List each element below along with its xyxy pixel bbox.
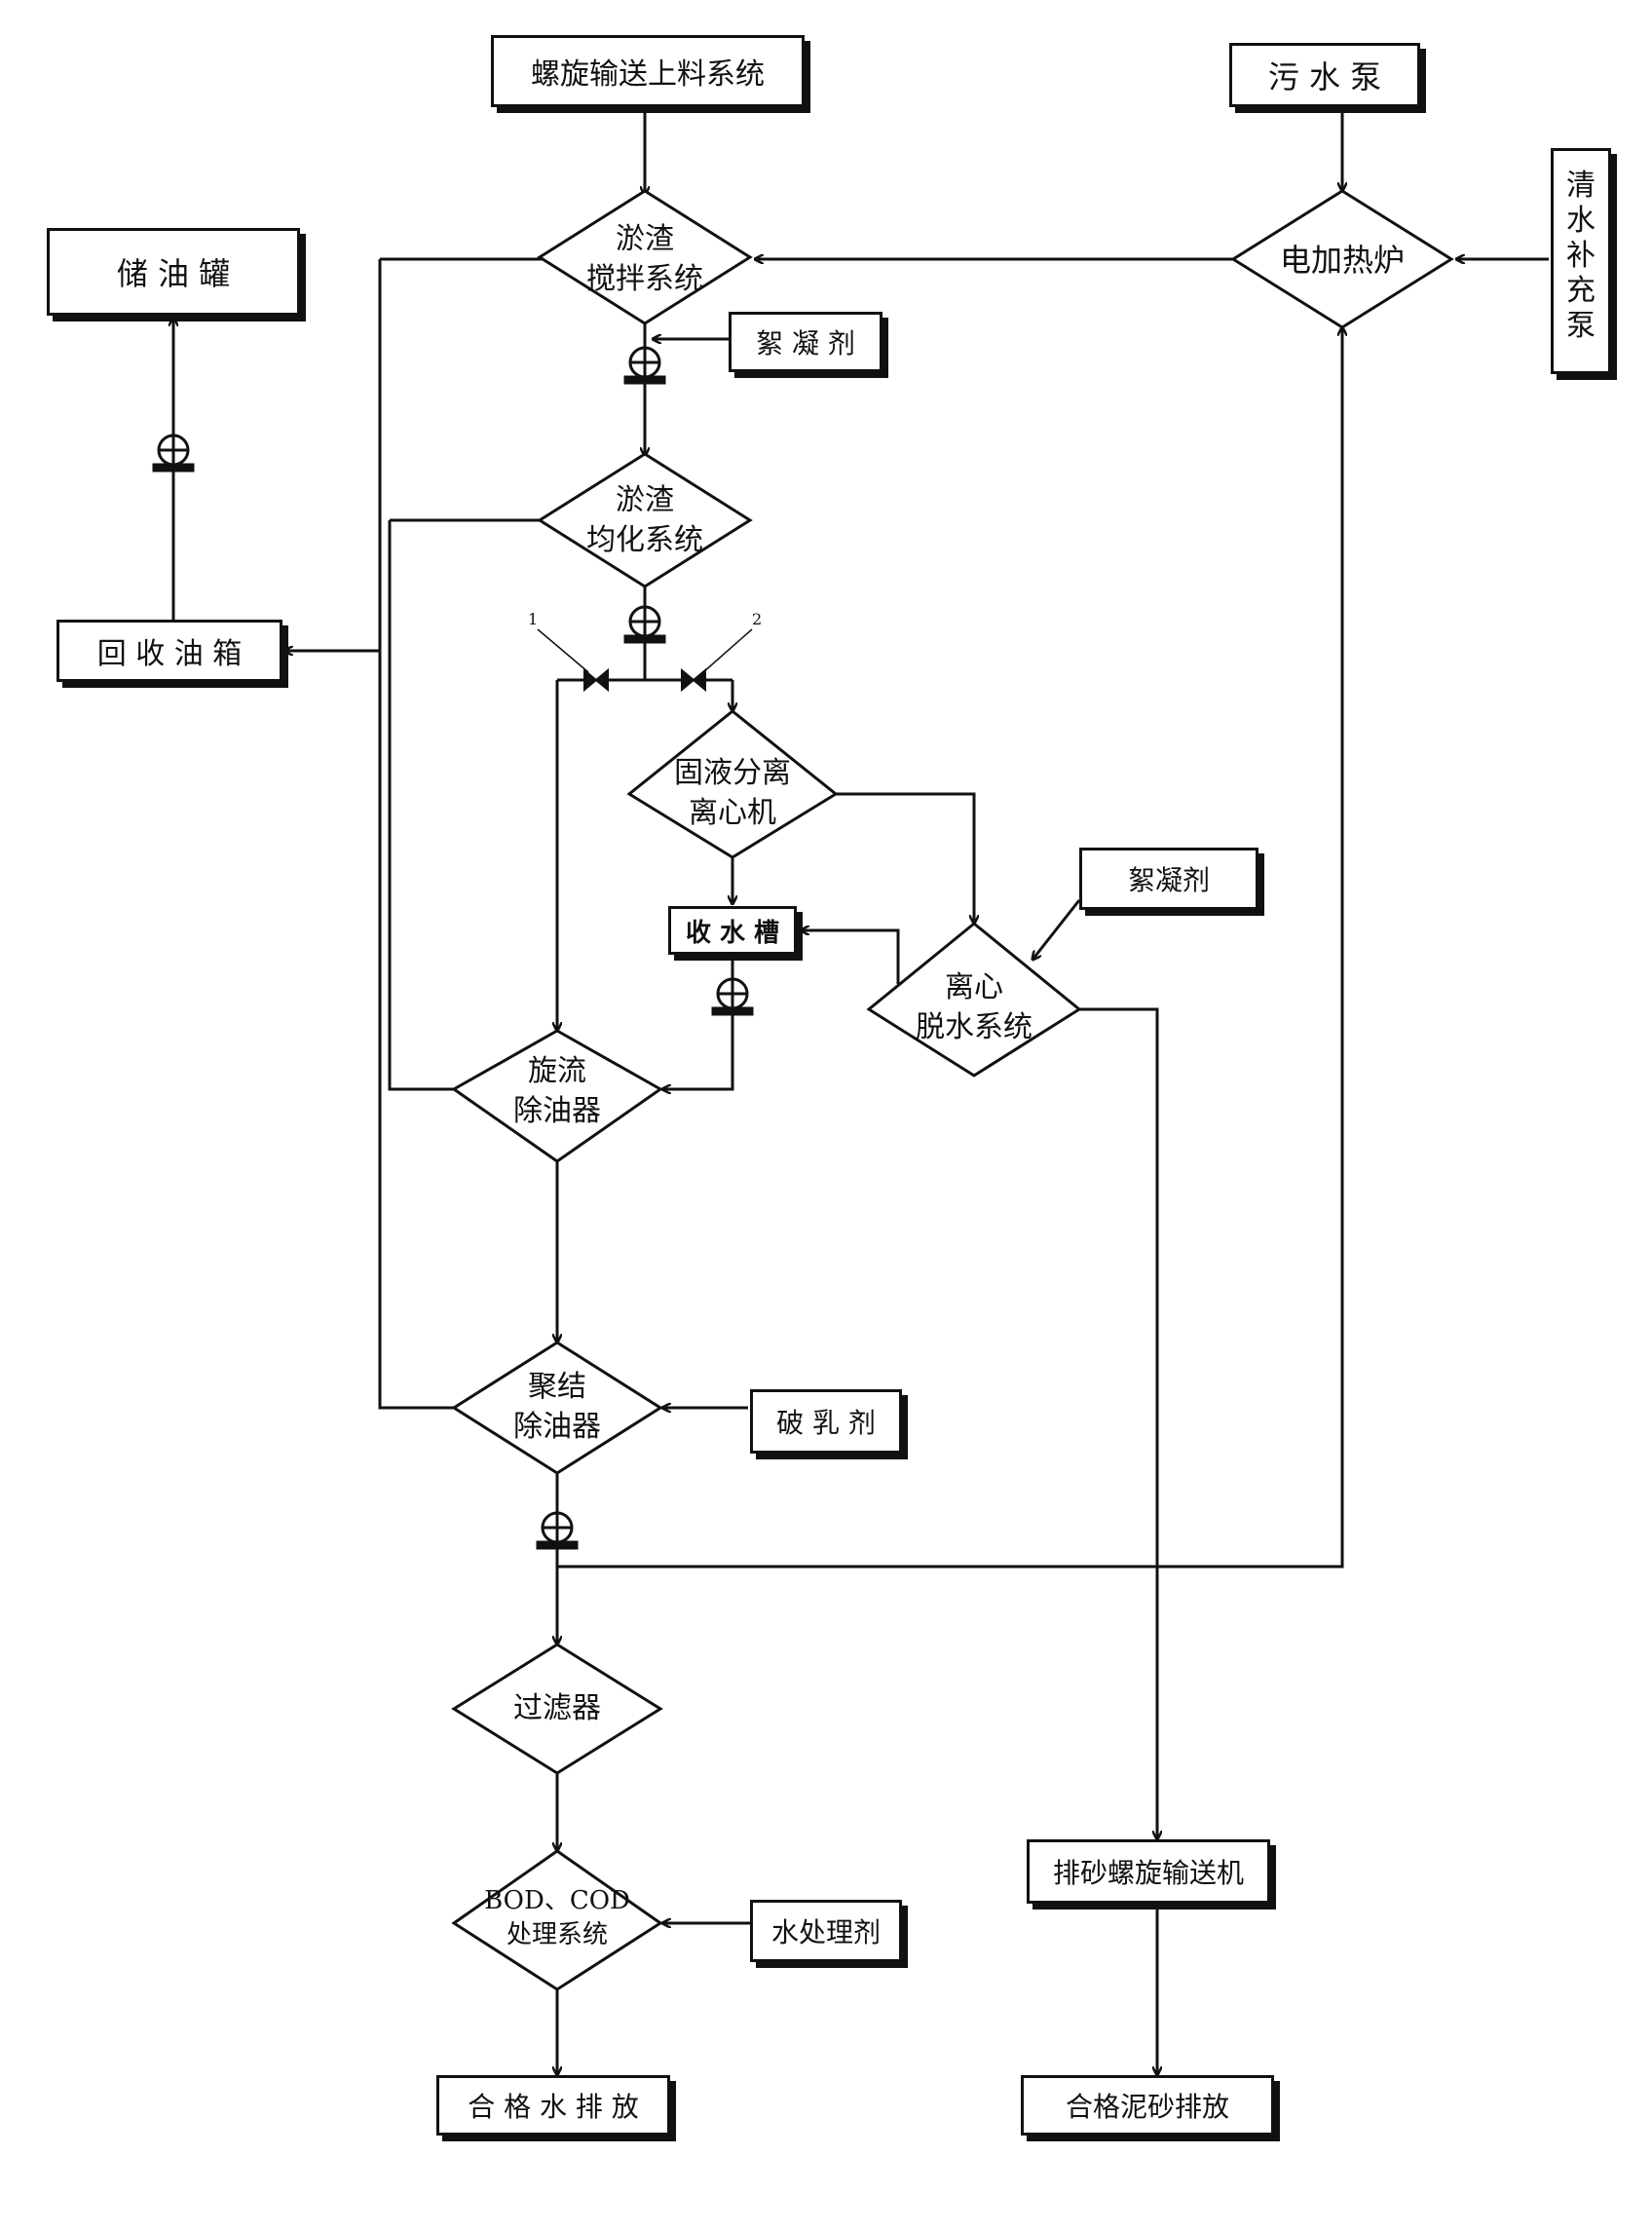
diamond-sludge-homog: [537, 452, 753, 588]
diamond-dewater: [866, 922, 1082, 1078]
sand-screw-box: 排砂螺旋输送机: [1027, 1839, 1270, 1904]
filter-label: 过滤器: [513, 1691, 601, 1725]
screw-feed-box: 螺旋输送上料系统: [491, 35, 805, 107]
dewater-label: 离心脱水系统: [916, 970, 1032, 1044]
qualified-water-box: 合 格 水 排 放: [436, 2075, 670, 2136]
centrifuge-label: 固液分离离心机: [674, 756, 791, 830]
valve-icon: [681, 667, 706, 693]
valve-1-number: 1: [528, 610, 539, 628]
diamond-cyclone: [451, 1029, 663, 1163]
demulsifier-box: 破 乳 剂: [750, 1389, 902, 1454]
flocculant-box-1: 絮 凝 剂: [729, 312, 882, 372]
diamond-bod-cod: [451, 1849, 663, 1991]
valve-icon: [583, 667, 609, 693]
flocculant-box-2: 絮凝剂: [1079, 848, 1258, 910]
pump-icon: [623, 605, 666, 644]
cyclone-label: 旋流除油器: [513, 1054, 601, 1128]
diamond-filter: [451, 1643, 663, 1775]
water-tank-box: 收 水 槽: [668, 906, 797, 955]
sludge-mix-label: 淤渣搅拌系统: [586, 222, 703, 296]
valve-2-number: 2: [752, 610, 763, 628]
sludge-homog-label: 淤渣均化系统: [586, 483, 703, 557]
recovery-oil-box: 回 收 油 箱: [56, 620, 282, 682]
clean-water-pump-box: 清 水 补 充 泵: [1551, 148, 1611, 374]
pump-icon: [711, 977, 754, 1016]
diamond-centrifuge: [626, 709, 839, 859]
pump-icon: [623, 346, 666, 385]
heater-label: 电加热炉: [1279, 242, 1405, 279]
qualified-sand-box: 合格泥砂排放: [1021, 2075, 1274, 2136]
pump-icon: [536, 1511, 579, 1550]
diamond-heater: [1230, 189, 1454, 329]
pump-icon: [152, 434, 195, 473]
coalesce-label: 聚结除油器: [513, 1370, 601, 1444]
oil-tank-box: 储 油 罐: [47, 228, 300, 316]
sewage-pump-box: 污 水 泵: [1229, 43, 1420, 107]
diamond-sludge-mix: [537, 189, 753, 325]
water-agent-box: 水处理剂: [750, 1900, 902, 1962]
diamond-coalesce: [451, 1341, 663, 1475]
